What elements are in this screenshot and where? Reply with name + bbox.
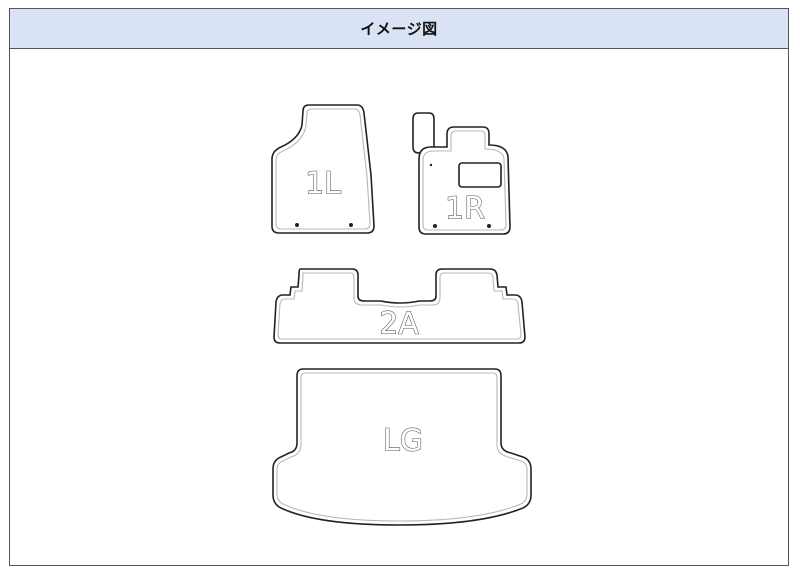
mat-1r-hole-top: [429, 163, 433, 167]
mat-lg-outline: [272, 368, 532, 526]
mat-1r-label: 1R: [445, 192, 485, 227]
page-title: イメージ図: [360, 20, 438, 38]
mat-1r-heel-pad: [458, 162, 502, 188]
mat-lg: LG: [272, 368, 532, 526]
mat-1l-hole-right: [349, 223, 353, 227]
mat-2a: 2A: [273, 268, 526, 344]
mat-1r-hole-right: [487, 224, 491, 228]
header-bar: イメージ図: [10, 9, 788, 49]
mat-1r-hole-left: [433, 224, 437, 228]
mat-2a-label: 2A: [379, 307, 419, 342]
mat-1l: 1L: [271, 104, 375, 234]
floor-mat-diagram: 1L 1R 2A LG: [10, 49, 788, 565]
mat-lg-inner-line: [276, 372, 528, 522]
mat-1r-inner-line: [422, 130, 507, 231]
mat-2a-outline: [273, 268, 526, 344]
mat-1l-inner-line: [275, 108, 371, 230]
mat-lg-label: LG: [383, 424, 423, 459]
mat-1r: 1R: [412, 112, 511, 235]
image-frame: イメージ図 1L 1R: [9, 8, 789, 566]
mat-1l-hole-left: [295, 223, 299, 227]
floor-mat-svg: 1L 1R 2A LG: [271, 104, 532, 526]
mat-2a-inner-line: [277, 272, 522, 340]
mat-1l-outline: [271, 104, 375, 234]
mat-1l-label: 1L: [305, 167, 341, 202]
